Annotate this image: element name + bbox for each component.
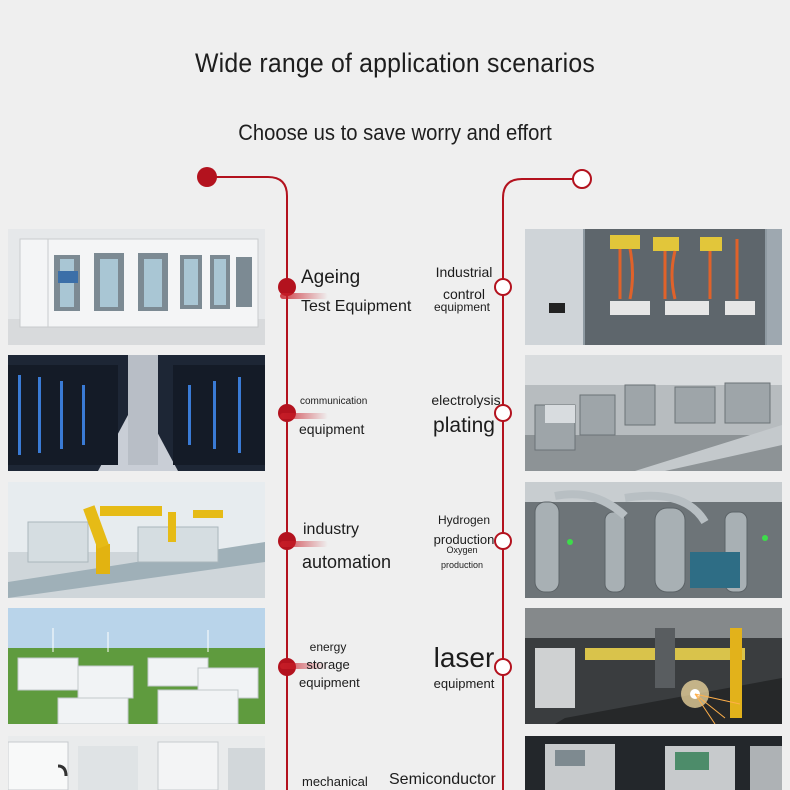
left-node-1 bbox=[278, 278, 296, 296]
left-start-node bbox=[197, 167, 217, 187]
photo-mechanical-equipment bbox=[8, 736, 265, 790]
label-hydrogen-production: production bbox=[433, 532, 495, 547]
label-mechanical: mechanical bbox=[302, 774, 368, 789]
photo-robot-production-line bbox=[8, 482, 265, 598]
photo-ageing-test-chambers bbox=[8, 229, 265, 345]
label-industry: industry bbox=[303, 521, 360, 538]
label-smear bbox=[280, 541, 328, 547]
right-timeline-line bbox=[502, 178, 582, 790]
label-laser-equipment: equipment bbox=[433, 676, 495, 691]
right-node-1 bbox=[494, 278, 512, 296]
photo-control-cabinet bbox=[525, 229, 782, 345]
photo-plating-plant bbox=[525, 355, 782, 471]
label-smear bbox=[280, 293, 328, 299]
right-node-2 bbox=[494, 404, 512, 422]
label-storage: storage bbox=[306, 657, 350, 672]
label-industrial: Industrial bbox=[435, 264, 493, 280]
label-electrolysis: electrolysis bbox=[431, 392, 501, 408]
page-title: Wide range of application scenarios bbox=[195, 48, 595, 78]
label-oxygen: Oxygen bbox=[446, 545, 478, 555]
label-semiconductor: Semiconductor bbox=[389, 771, 496, 788]
label-ageing: Ageing bbox=[301, 267, 361, 288]
label-plating: plating bbox=[433, 414, 495, 437]
right-start-node bbox=[572, 169, 592, 189]
left-timeline-line bbox=[207, 176, 288, 790]
photo-laser-cutter bbox=[525, 608, 782, 724]
label-energy-equipment: equipment bbox=[299, 675, 360, 690]
right-node-3 bbox=[494, 532, 512, 550]
label-communication-equipment: equipment bbox=[299, 421, 365, 437]
label-automation: automation bbox=[302, 552, 392, 572]
page-subtitle: Choose us to save worry and effort bbox=[238, 120, 552, 145]
photo-energy-storage-containers bbox=[8, 608, 265, 724]
label-laser: laser bbox=[433, 642, 495, 673]
photo-lab-instruments bbox=[525, 736, 782, 790]
label-hydrogen: Hydrogen bbox=[437, 513, 491, 527]
label-test-equipment: Test Equipment bbox=[301, 298, 412, 315]
label-smear bbox=[280, 663, 328, 669]
label-communication: communication bbox=[300, 396, 368, 407]
label-industrial-equipment: equipment bbox=[433, 300, 491, 314]
label-oxygen-production: production bbox=[440, 560, 484, 570]
label-control: control bbox=[442, 286, 486, 302]
photo-server-room bbox=[8, 355, 265, 471]
label-energy: energy bbox=[309, 640, 347, 654]
right-node-4 bbox=[494, 658, 512, 676]
label-smear bbox=[280, 413, 328, 419]
photo-hydrogen-plant bbox=[525, 482, 782, 598]
